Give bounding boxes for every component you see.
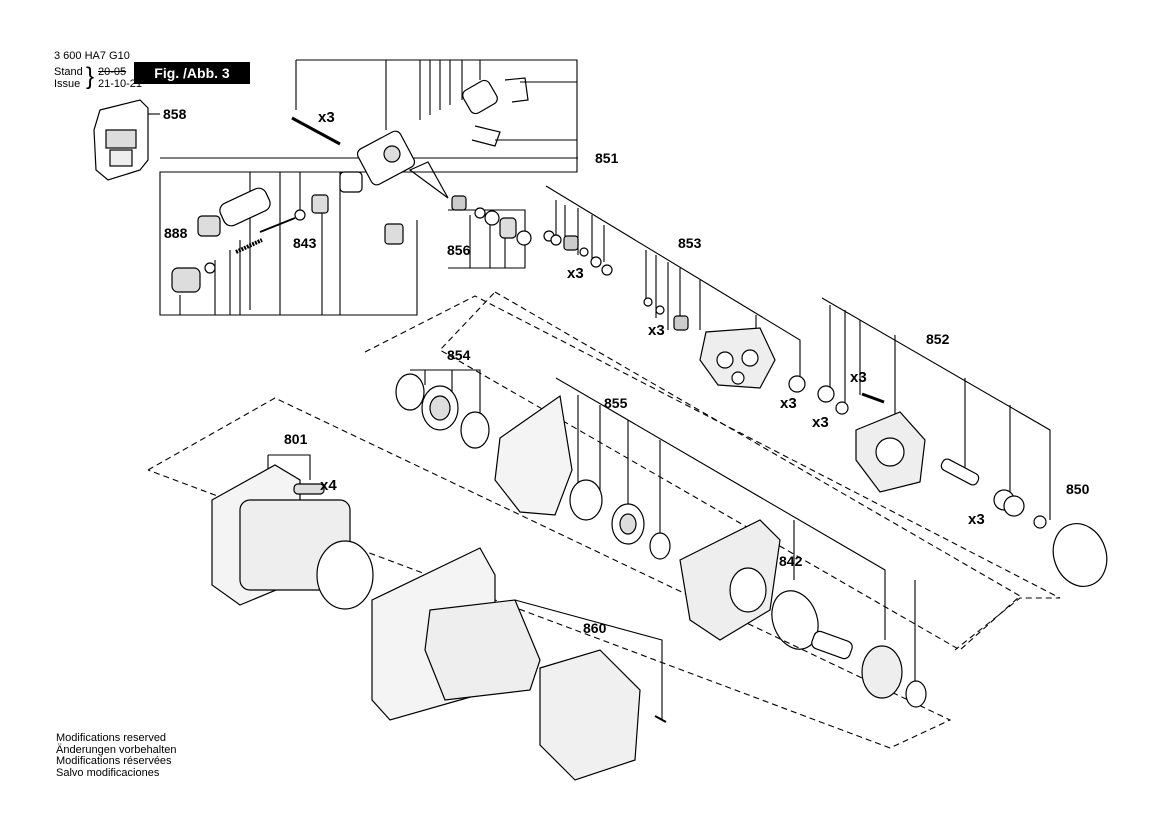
quantity-852-b: x3 <box>812 414 829 431</box>
part-850-oring <box>1052 523 1108 587</box>
part-851-housing <box>291 77 529 199</box>
modification-notes: Modifications reserved Änderungen vorbeh… <box>56 732 177 779</box>
note-es: Salvo modificaciones <box>56 766 160 779</box>
part-888-843-spindle <box>171 171 404 293</box>
note-en: Modifications reserved <box>56 732 167 744</box>
leader-lines-855 <box>555 377 916 685</box>
group-outline-852 <box>364 295 1061 651</box>
quantity-853-a: x3 <box>567 265 584 282</box>
callout-842: 842 <box>779 553 803 569</box>
issue-date: 21-10-21 <box>98 78 143 90</box>
callout-860: 860 <box>583 620 607 636</box>
callout-851: 851 <box>595 150 619 166</box>
stand-issue-brace: } <box>86 63 95 90</box>
quantity-853-b: x3 <box>648 322 665 339</box>
callout-801: 801 <box>284 431 308 447</box>
leader-lines-801 <box>267 454 311 480</box>
callout-843: 843 <box>293 235 317 251</box>
callout-852: 852 <box>926 331 950 347</box>
quantity-852-c: x3 <box>968 511 985 528</box>
figure-label: Fig. /Abb. 3 <box>134 62 250 84</box>
part-856-parts <box>451 195 532 246</box>
callout-888: 888 <box>164 225 188 241</box>
note-fr: Modifications réservées <box>56 755 172 767</box>
part-860-housing <box>371 547 667 781</box>
part-801-motor <box>211 464 374 610</box>
leader-lines-852 <box>821 297 1051 520</box>
quantity-801: x4 <box>320 477 337 494</box>
stand-date: 20-05 <box>98 66 127 78</box>
part-852-cylinder <box>817 385 1047 529</box>
callout-855: 855 <box>604 395 628 411</box>
stand-label: Stand <box>54 66 83 78</box>
part-854-bearing <box>395 373 490 449</box>
callout-850: 850 <box>1066 481 1090 497</box>
part-858-switch <box>93 99 149 181</box>
quantity-top-screw: x3 <box>318 109 335 126</box>
part-853-pump-head <box>543 230 806 393</box>
callout-858: 858 <box>163 106 187 122</box>
issue-label: Issue <box>54 78 81 90</box>
group-outline-853 <box>439 291 1021 651</box>
callout-853: 853 <box>678 235 702 251</box>
callout-856: 856 <box>447 242 471 258</box>
document-number: 3 600 HA7 G10 <box>54 50 130 62</box>
note-de: Änderungen vorbehalten <box>56 743 177 756</box>
part-gear-shaft <box>811 630 927 708</box>
callout-854: 854 <box>447 347 471 363</box>
quantity-853-c: x3 <box>780 395 797 412</box>
leader-bracket-851 <box>159 59 578 316</box>
quantity-852-a: x3 <box>850 369 867 386</box>
part-855-motor-cover <box>494 394 781 641</box>
part-842-oring <box>771 590 819 650</box>
leader-lines-860 <box>514 599 663 720</box>
group-outline-801 <box>147 397 952 749</box>
leader-lines-853 <box>545 185 801 378</box>
